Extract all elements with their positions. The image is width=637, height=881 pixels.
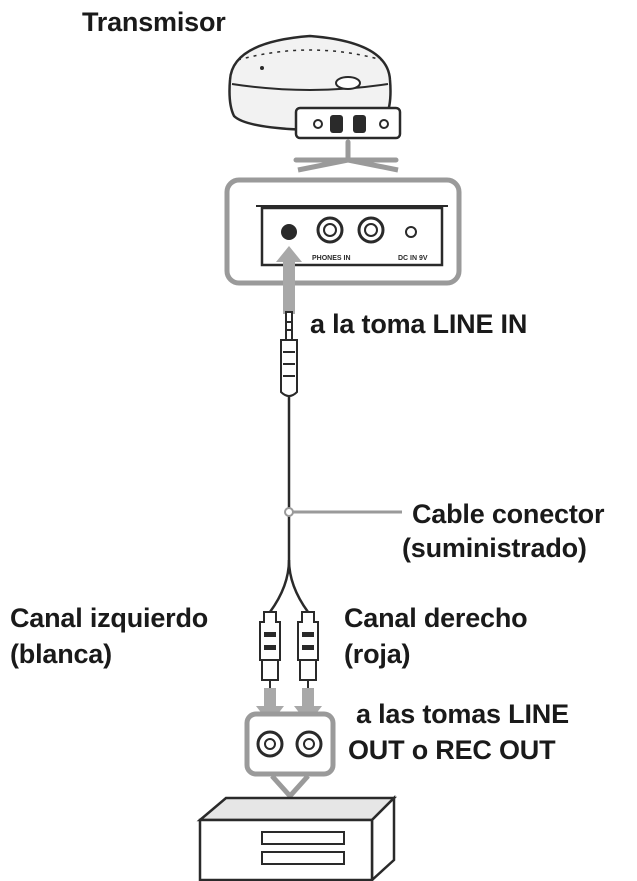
audio-component: [196, 794, 398, 881]
panel-jack-label: PHONES IN: [312, 255, 351, 262]
right-channel-label-line2: (roja): [344, 639, 411, 669]
rca-plug-right: [297, 611, 319, 690]
rca-jack-right: [357, 216, 385, 244]
panel-dc-label: DC IN 9V: [398, 255, 428, 262]
right-channel-label-line1: Canal derecho: [344, 603, 528, 633]
transmitter-label: Transmisor: [82, 7, 226, 37]
cable-callout: [284, 507, 402, 517]
line-in-label: a la toma LINE IN: [310, 309, 528, 339]
transmitter-rear-panel: PHONES IN DC IN 9V: [224, 157, 462, 286]
cable-label-line1: Cable conector: [412, 499, 605, 529]
arrow-up-icon: [276, 246, 302, 314]
panel-callout-lines: [293, 139, 399, 163]
mini-plug: [280, 311, 298, 397]
line-in-jack: [281, 224, 297, 240]
left-channel-label-line2: (blanca): [10, 639, 112, 669]
left-channel-label-line1: Canal izquierdo: [10, 603, 209, 633]
rca-plug-left: [259, 611, 281, 690]
line-out-jack-left: [256, 730, 284, 758]
connecting-cable: [268, 396, 310, 613]
output-jacks-panel: [244, 711, 336, 800]
line-out-label-line1: a las tomas LINE: [356, 699, 569, 729]
line-out-jack-right: [295, 730, 323, 758]
line-out-label-line2: OUT o REC OUT: [348, 735, 556, 765]
rca-jack-left: [316, 216, 344, 244]
transmitter-device: [228, 34, 402, 140]
cable-label-line2: (suministrado): [402, 533, 587, 563]
dc-in-jack: [405, 226, 417, 238]
